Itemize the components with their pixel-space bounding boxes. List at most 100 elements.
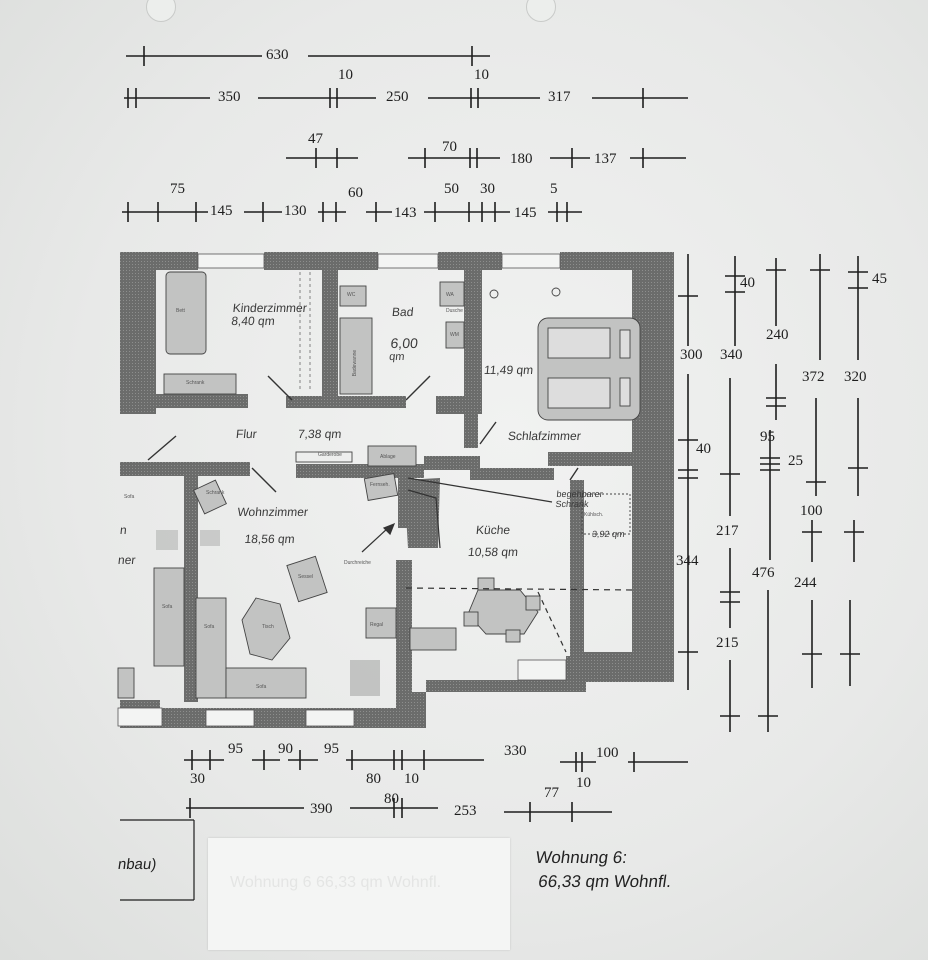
sofa-left xyxy=(153,567,185,667)
wc xyxy=(339,285,367,307)
apartment-caption: Wohnung 6: 66,33 qm Wohnfl. xyxy=(531,846,677,894)
dim-244: 244 xyxy=(794,575,817,591)
dim-330: 330 xyxy=(504,743,527,759)
door-swings xyxy=(147,375,579,493)
dim-95-bottom-b: 95 xyxy=(324,741,339,757)
room-wohnzimmer-name: Wohnzimmer xyxy=(236,505,309,519)
label-badewanne: Badewanne xyxy=(352,349,359,377)
dim-10-bottom-a: 10 xyxy=(404,771,419,787)
cabinet-flur xyxy=(363,473,399,501)
label-regal: Regal xyxy=(370,622,384,628)
label-wa: WA xyxy=(446,292,454,298)
room-schrank-name2: Schrank xyxy=(555,498,590,509)
sofa-bottom xyxy=(225,667,307,699)
furniture xyxy=(117,271,641,699)
room-wohnzimmer-area: 18,56 qm xyxy=(243,532,296,547)
room-schrank-area: 3,92 qm xyxy=(591,529,626,539)
dim-137: 137 xyxy=(594,151,617,167)
label-kuehlschrank: Dusche xyxy=(446,308,463,314)
dim-145-left: 145 xyxy=(210,203,233,219)
dim-143: 143 xyxy=(394,205,417,221)
room-schlafzimmer-area: 11,49 qm xyxy=(483,363,534,377)
label-kuehlsch: Kühlsch. xyxy=(584,512,604,518)
label-schrank-wohn: Schrank xyxy=(206,490,225,496)
sessel xyxy=(286,555,328,603)
dashed-guides xyxy=(361,477,637,653)
room-bad-area-value: 6,00 xyxy=(389,335,419,351)
dim-5: 5 xyxy=(550,181,558,197)
room-bad: Bad xyxy=(391,305,415,319)
dimension-lines-top xyxy=(122,46,688,222)
dim-372: 372 xyxy=(802,369,825,385)
dim-476: 476 xyxy=(752,565,775,581)
dim-45: 45 xyxy=(872,271,887,287)
dim-250: 250 xyxy=(386,89,409,105)
room-wohnzimmer: Wohnzimmer 18,56 qm xyxy=(234,505,309,547)
dim-30-top: 30 xyxy=(480,181,495,197)
dim-390: 390 xyxy=(310,801,333,817)
wardrobe-kinderzimmer xyxy=(163,373,237,395)
label-sofa-2: Sofa xyxy=(204,624,215,630)
dim-77: 77 xyxy=(544,785,559,801)
label-tisch: Tisch xyxy=(262,624,274,630)
armchair xyxy=(193,479,227,515)
dimension-lines-right xyxy=(678,254,868,732)
room-flur-name: Flur xyxy=(235,427,258,441)
dim-40-mid: 40 xyxy=(696,441,711,457)
room-left-fragment-2: ner xyxy=(117,553,137,567)
caption-line2: 66,33 qm Wohnfl. xyxy=(537,872,673,891)
dim-80-bottom-b: 80 xyxy=(384,791,399,807)
dim-47: 47 xyxy=(308,131,323,147)
ablage xyxy=(367,445,417,467)
dimension-lines-bottom xyxy=(120,750,688,901)
label-ablage: Ablage xyxy=(380,454,396,460)
room-kueche-name: Küche xyxy=(475,523,511,537)
label-schrank-kinder: Schrank xyxy=(186,380,205,386)
dim-100-right: 100 xyxy=(800,503,823,519)
label-bett: Bett xyxy=(176,308,185,314)
room-kueche-area: 10,58 qm xyxy=(467,545,519,559)
label-garderobe: Garderobe xyxy=(318,452,342,458)
room-left-fragment-1: n xyxy=(119,523,128,537)
dim-10-right: 10 xyxy=(474,67,489,83)
dim-50: 50 xyxy=(444,181,459,197)
dim-30-bottom: 30 xyxy=(190,771,205,787)
dim-215: 215 xyxy=(716,635,739,651)
dim-240: 240 xyxy=(766,327,789,343)
dim-340: 340 xyxy=(720,347,743,363)
dim-180: 180 xyxy=(510,151,533,167)
label-sessel: Sessel xyxy=(298,574,314,580)
dim-217: 217 xyxy=(716,523,739,539)
sticky-note: Wohnung 6 66,33 qm Wohnfl. xyxy=(208,838,510,950)
room-bad-name: Bad xyxy=(391,305,415,319)
dim-40-top: 40 xyxy=(740,275,755,291)
room-kinderzimmer-area: 8,40 qm xyxy=(230,314,276,329)
room-bad-area: 6,00 qm xyxy=(389,335,419,363)
dim-10-bottom-b: 10 xyxy=(576,775,591,791)
room-kinderzimmer: Kinderzimmer 8,40 qm xyxy=(230,301,308,329)
dim-95-right: 95 xyxy=(760,429,775,445)
sofa-armrest xyxy=(195,597,227,699)
label-wm: WM xyxy=(450,332,459,338)
kitchen-counter xyxy=(409,627,457,651)
dim-60: 60 xyxy=(348,185,363,201)
dim-25: 25 xyxy=(788,453,803,469)
text-fragment-umbau: nbau) xyxy=(116,856,158,873)
bathtub xyxy=(339,317,373,395)
washbasin xyxy=(439,281,465,307)
sticky-note-faint-text: Wohnung 6 66,33 qm Wohnfl. xyxy=(230,874,442,891)
bed-kinderzimmer xyxy=(165,271,207,355)
dim-317: 317 xyxy=(548,89,571,105)
dim-300: 300 xyxy=(680,347,703,363)
label-sofa-3: Sofa xyxy=(256,684,267,690)
dim-350: 350 xyxy=(218,89,241,105)
dim-145-right: 145 xyxy=(514,205,537,221)
washing-machine xyxy=(445,321,465,349)
dim-10-left: 10 xyxy=(338,67,353,83)
caption-line1: Wohnung 6: xyxy=(534,848,629,867)
dim-130: 130 xyxy=(284,203,307,219)
room-schlafzimmer-name: Schlafzimmer xyxy=(507,429,582,443)
regal xyxy=(365,607,397,639)
